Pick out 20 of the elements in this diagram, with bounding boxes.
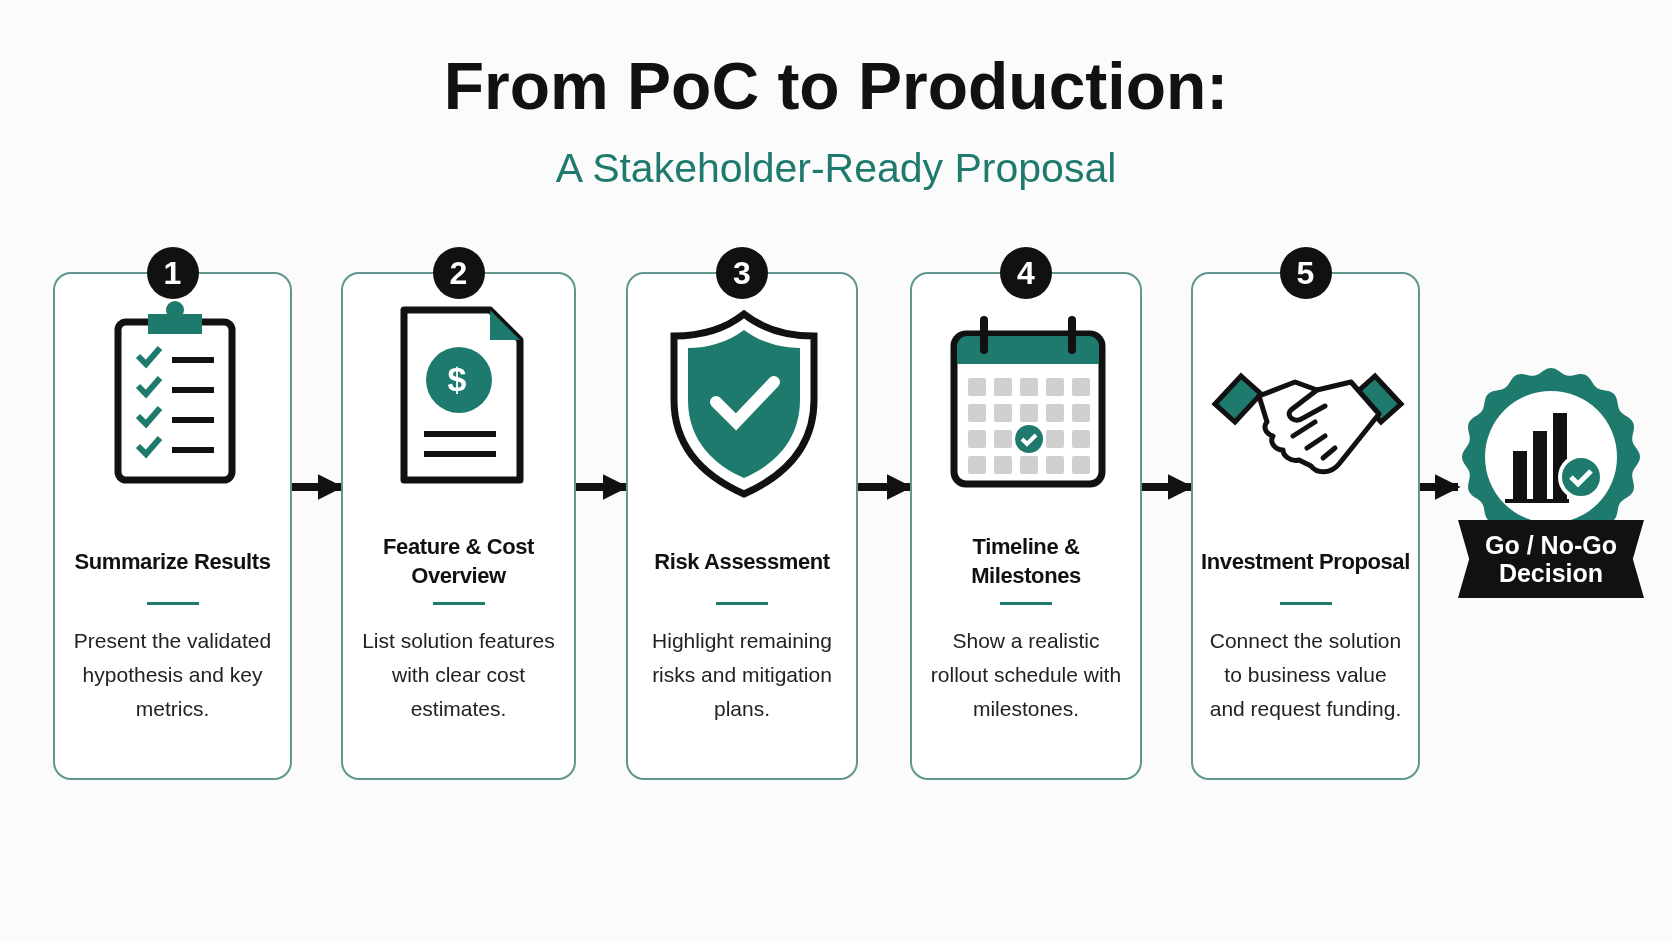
step-number: 2	[432, 247, 485, 299]
step-number: 5	[1279, 247, 1332, 299]
step-number: 4	[1000, 247, 1052, 299]
step-heading: Investment Proposal	[1201, 547, 1410, 576]
step-description: Connect the solution to business value and request funding.	[1208, 628, 1403, 722]
step-heading: Timeline & Milestones	[970, 533, 1082, 590]
dollar-sign: $	[447, 360, 467, 399]
decision-banner: Go / No-Go Decision	[1458, 520, 1644, 598]
step-description: Show a realistic rollout schedule with milestones.	[929, 628, 1123, 722]
step-description: Present the validated hypothesis and key metrics.	[72, 628, 273, 722]
step-heading: Summarize Results	[74, 547, 271, 576]
step-heading: Feature & Cost Overview	[382, 533, 535, 590]
step-number: 1	[146, 247, 199, 299]
step-number: 3	[716, 247, 768, 299]
step-heading: Risk Assessment	[654, 547, 830, 576]
title: From PoC to Production:	[443, 48, 1229, 124]
step-description: Highlight remaining risks and mitigation plans.	[651, 628, 833, 722]
subtitle: A Stakeholder-Ready Proposal	[555, 145, 1117, 192]
arrow	[1420, 474, 1461, 500]
step-description: List solution features with clear cost estimates.	[361, 628, 556, 722]
